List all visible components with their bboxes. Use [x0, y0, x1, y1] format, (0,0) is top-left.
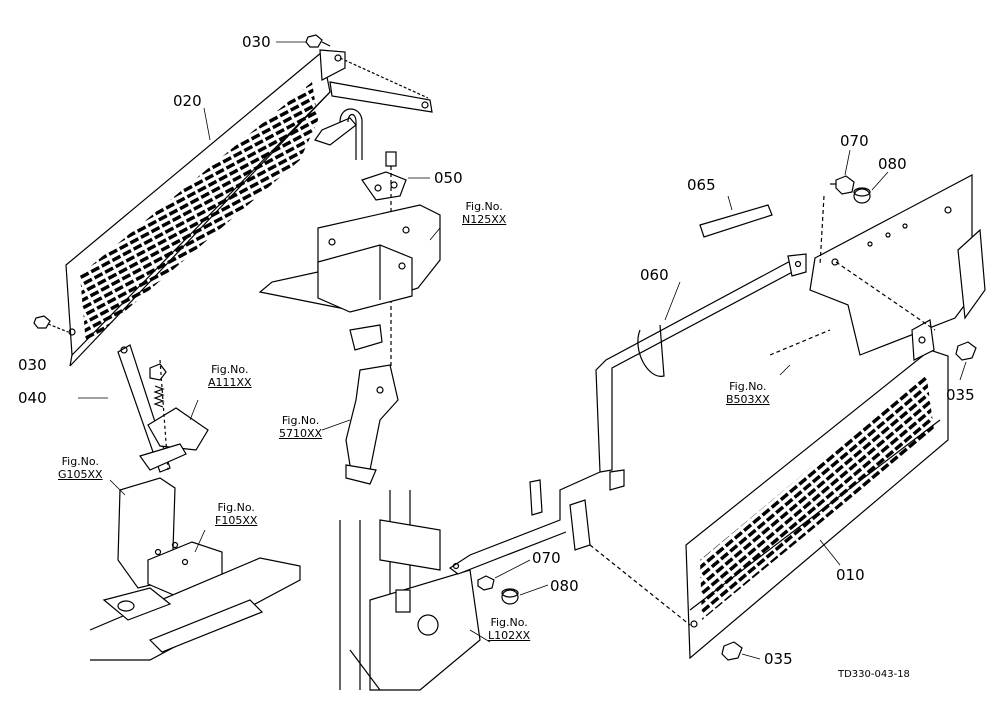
- label-065: 065: [687, 176, 716, 194]
- figref-l102: Fig.No. L102XX: [488, 616, 530, 642]
- bolt-035-bottom: [721, 641, 743, 661]
- label-070-top: 070: [840, 132, 869, 150]
- figref-code: B503XX: [726, 393, 770, 406]
- figref-heading: Fig.No.: [281, 414, 320, 427]
- bracket-060: [448, 253, 807, 575]
- bolt-030-left: [33, 315, 69, 333]
- assembly-lines: [589, 195, 936, 626]
- figref-g105: Fig.No. G105XX: [58, 455, 103, 481]
- figref-code: L102XX: [488, 629, 531, 642]
- label-080-top: 080: [878, 155, 907, 173]
- label-035-right: 035: [946, 386, 975, 404]
- upper-bracket: [329, 57, 433, 113]
- collar-080-top: [853, 187, 871, 204]
- collar-080-bottom: [501, 588, 519, 605]
- figref-heading: Fig.No.: [465, 200, 503, 213]
- figref-heading: Fig.No.: [217, 501, 255, 514]
- center-support: [258, 204, 441, 351]
- figref-heading: Fig.No.: [490, 616, 528, 629]
- lower-support: [345, 364, 399, 485]
- label-070-bottom: 070: [532, 549, 561, 567]
- figref-a111: Fig.No. A111XX: [208, 363, 252, 389]
- figref-f105: Fig.No. F105XX: [215, 501, 257, 527]
- label-030-left: 030: [18, 356, 47, 374]
- label-050: 050: [434, 169, 463, 187]
- frame-lower-left: [89, 557, 301, 661]
- frame-lower-center: [339, 490, 481, 691]
- label-035-bottom: 035: [764, 650, 793, 668]
- figref-code: N125XX: [462, 213, 507, 226]
- bolt-070-bottom: [477, 575, 495, 591]
- bolt-030-top: [305, 34, 331, 48]
- figref-code: F105XX: [215, 514, 258, 527]
- label-060: 060: [640, 266, 669, 284]
- figref-heading: Fig.No.: [211, 363, 249, 376]
- right-grille-010: [685, 319, 949, 660]
- figref-5710: Fig.No. 5710XX: [279, 414, 322, 440]
- label-040: 040: [18, 389, 47, 407]
- spring-assembly: [147, 359, 209, 471]
- bolt-035-right: [955, 341, 977, 361]
- side-panel: [809, 174, 986, 356]
- label-065: [699, 204, 773, 238]
- label-020: 020: [173, 92, 202, 110]
- figref-n125: Fig.No. N125XX: [462, 200, 506, 226]
- figref-code: G105XX: [58, 468, 103, 481]
- figref-code: 5710XX: [279, 427, 323, 440]
- figref-heading: Fig.No.: [61, 455, 99, 468]
- figref-heading: Fig.No.: [729, 380, 767, 393]
- label-080-bottom: 080: [550, 577, 579, 595]
- label-010: 010: [836, 566, 865, 584]
- leader-lines: [78, 41, 967, 660]
- bolt-070-top: [830, 175, 855, 195]
- hook-bracket: [314, 108, 363, 160]
- left-grille-020: [65, 49, 346, 367]
- figref-b503: Fig.No. B503XX: [726, 380, 770, 406]
- drawing-reference: TD330-043-18: [838, 669, 910, 680]
- label-030-top: 030: [242, 33, 271, 51]
- figref-code: A111XX: [208, 376, 252, 389]
